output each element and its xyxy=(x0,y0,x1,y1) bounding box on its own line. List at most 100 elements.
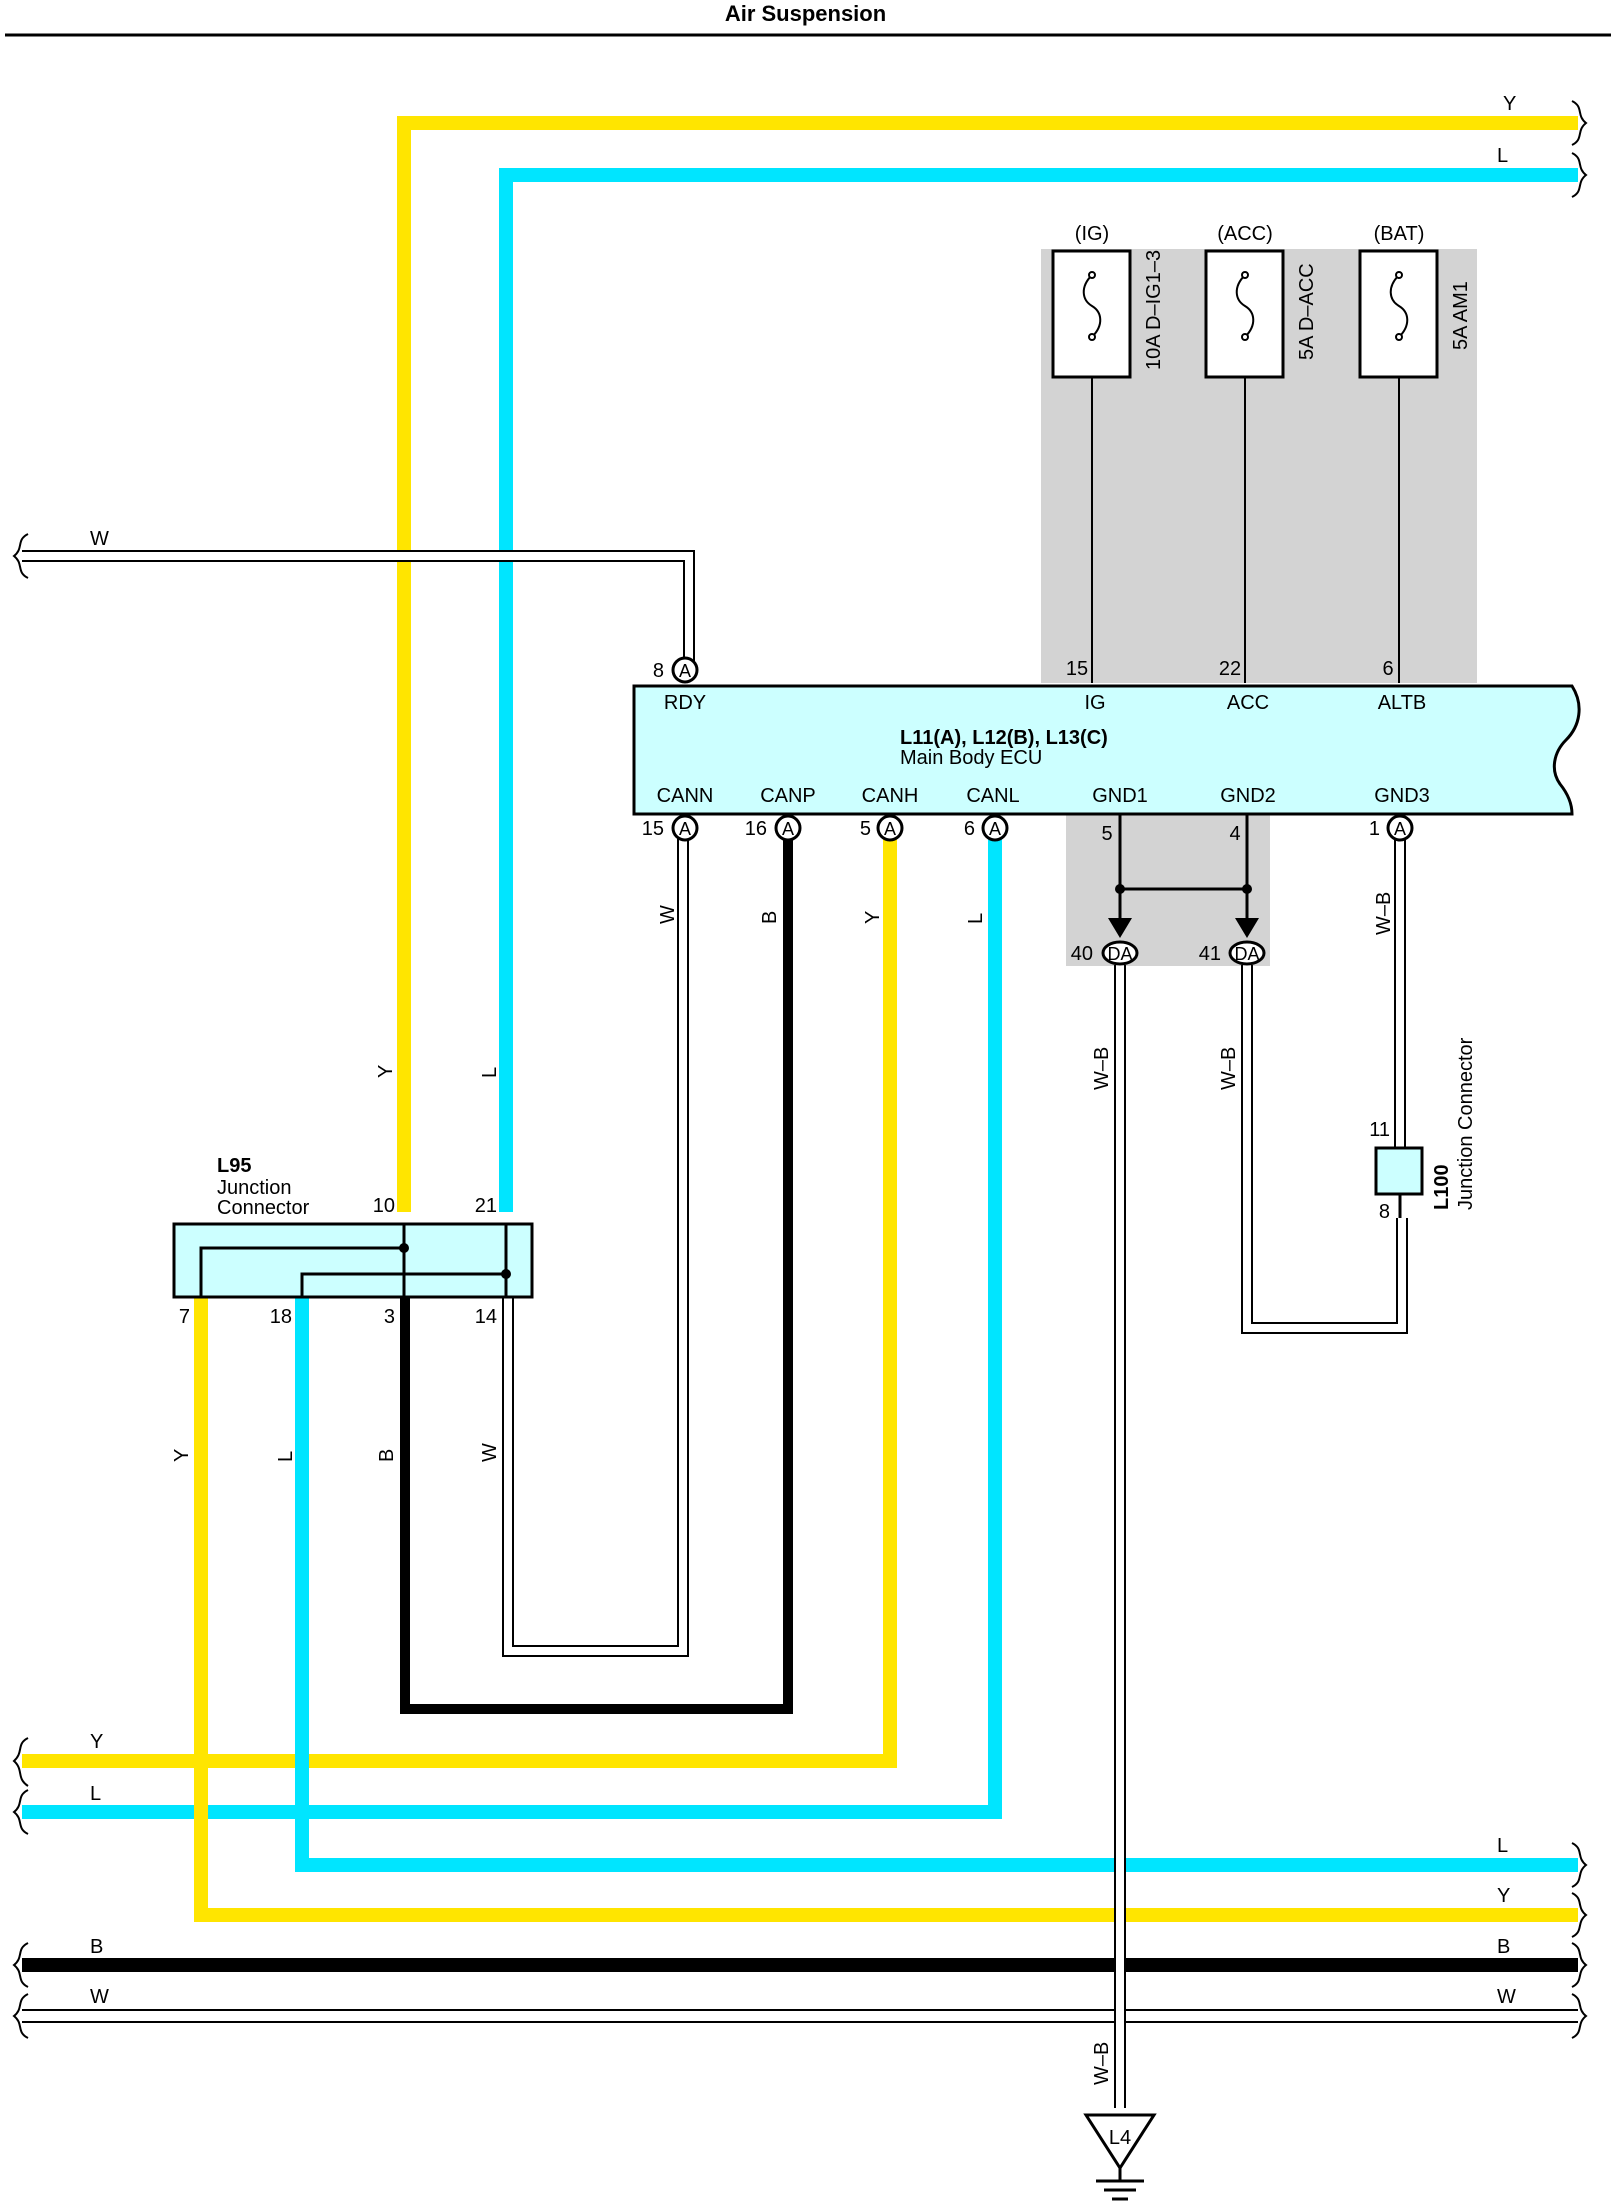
ecu-ids: L11(A), L12(B), L13(C) xyxy=(900,727,1108,749)
jc-l100-box xyxy=(1374,1146,1424,1196)
ecu-pin-altb-num: 6 xyxy=(1382,658,1393,680)
jc-l95-pin-10: 10 xyxy=(373,1195,395,1217)
wire-w-rdy xyxy=(22,550,695,670)
wire-l-top xyxy=(499,168,1578,1212)
wire-label-l-right: L xyxy=(1497,1835,1508,1857)
ecu-pin-canp-num: 16 xyxy=(745,818,767,840)
ecu-pin-gnd1-num: 5 xyxy=(1101,823,1112,845)
wire-y-canh xyxy=(22,828,897,1768)
ecu-pin-altb-label: ALTB xyxy=(1378,692,1427,714)
ecu-pin-gnd1-label: GND1 xyxy=(1092,785,1148,807)
fuse-acc xyxy=(1204,249,1285,683)
ecu-connector-rdy xyxy=(671,656,699,684)
jc-l100-label: Junction Connector xyxy=(1455,1037,1477,1210)
wire-label-w-pin14: W xyxy=(479,1443,501,1462)
da-code-41: DA xyxy=(1234,944,1259,964)
ecu-pin-rdy-label: RDY xyxy=(664,692,706,714)
wire-wb-gnd2 xyxy=(1241,965,1408,1334)
wire-label-y-right: Y xyxy=(1497,1885,1510,1907)
wire-label-wb-gnd2: W–B xyxy=(1218,1047,1240,1090)
jc-l100-pin-8: 8 xyxy=(1379,1201,1390,1223)
ecu-connector-cann xyxy=(671,814,699,842)
wire-label-b-right: B xyxy=(1497,1936,1510,1958)
wire-label-l-canl-vert: L xyxy=(965,913,987,924)
ecu-pin-acc-num: 22 xyxy=(1219,658,1241,680)
wire-label-wb-ground: W–B xyxy=(1091,2042,1113,2085)
fuse-bat xyxy=(1358,249,1439,683)
jc-l95-internal xyxy=(199,1224,508,1297)
wire-label-y-vert-top: Y xyxy=(375,1065,397,1078)
jc-l95-junction-2 xyxy=(501,1269,511,1279)
wire-w-cann xyxy=(502,828,689,1657)
fuse-ig xyxy=(1051,249,1132,683)
ecu-conn-rdy: A xyxy=(679,661,691,681)
ecu-pin-canl-label: CANL xyxy=(966,785,1019,807)
ecu-pin-cann-num: 15 xyxy=(642,818,664,840)
da-connector-40 xyxy=(1101,940,1139,966)
wire-label-w-cann: W xyxy=(657,905,679,924)
jc-l95-box xyxy=(172,1222,534,1299)
wire-label-w-right: W xyxy=(1497,1986,1516,2008)
fuse-acc-source: (ACC) xyxy=(1217,223,1273,245)
da-pin-40: 40 xyxy=(1071,943,1093,965)
ecu-conn-canp: A xyxy=(782,819,794,839)
ecu-pin-ig-num: 15 xyxy=(1066,658,1088,680)
wire-label-b-pin3: B xyxy=(376,1449,398,1462)
wire-label-b-canp: B xyxy=(759,911,781,924)
wire-label-l-top: L xyxy=(1497,145,1508,167)
ecu-name: Main Body ECU xyxy=(900,747,1042,769)
wire-y-top xyxy=(397,116,1578,1212)
left-braces xyxy=(12,533,29,2039)
ecu-pin-rdy-num: 8 xyxy=(653,660,664,682)
page-title: Air Suspension xyxy=(0,0,1611,28)
jc-l95-line1: Junction xyxy=(217,1177,292,1199)
da-connector-41 xyxy=(1228,940,1266,966)
jc-l95-pin-21: 21 xyxy=(475,1195,497,1217)
wire-label-b-left: B xyxy=(90,1936,103,1958)
jc-l95-line2: Connector xyxy=(217,1197,310,1219)
ecu-pin-gnd3-num: 1 xyxy=(1369,818,1380,840)
jc-l100-id: L100 xyxy=(1431,1164,1453,1210)
ecu-conn-gnd3: A xyxy=(1394,819,1406,839)
ecu-pin-gnd2-label: GND2 xyxy=(1220,785,1276,807)
da-code-40: DA xyxy=(1107,944,1132,964)
jc-l95-pin-7: 7 xyxy=(179,1306,190,1328)
wire-label-w-left: W xyxy=(90,1986,109,2008)
ecu-pin-canh-label: CANH xyxy=(862,785,919,807)
ecu-pin-cann-label: CANN xyxy=(657,785,714,807)
ecu-pin-gnd2-num: 4 xyxy=(1229,823,1240,845)
fuse-ig-rating: 10A D–IG1–3 xyxy=(1143,250,1165,370)
ecu-pin-canh-num: 5 xyxy=(860,818,871,840)
wire-label-wb-gnd3: W–B xyxy=(1373,892,1395,935)
jc-l95-pin-18: 18 xyxy=(270,1306,292,1328)
jc-l95-pin-3: 3 xyxy=(384,1306,395,1328)
jc-l95-junction-1 xyxy=(399,1243,409,1253)
wire-label-wb-gnd1: W–B xyxy=(1091,1047,1113,1090)
wire-label-w-rdy: W xyxy=(90,528,109,550)
wire-label-y-top: Y xyxy=(1503,93,1516,115)
wire-label-l-pin18: L xyxy=(275,1451,297,1462)
ground-symbol xyxy=(1083,2113,1157,2201)
ecu-pin-canp-label: CANP xyxy=(760,785,816,807)
title-text: Air Suspension xyxy=(724,1,887,26)
wire-label-y-canh-vert: Y xyxy=(862,911,884,924)
ecu-connector-gnd3 xyxy=(1386,814,1414,842)
fuse-acc-rating: 5A D–ACC xyxy=(1296,263,1318,360)
ecu-connector-canp xyxy=(774,814,802,842)
fuse-bat-source: (BAT) xyxy=(1374,223,1425,245)
jc-l95-id: L95 xyxy=(217,1155,251,1177)
right-braces xyxy=(1571,100,1588,2039)
ecu-connector-canh xyxy=(876,814,904,842)
ground-label: L4 xyxy=(1109,2127,1131,2149)
ecu-pin-canl-num: 6 xyxy=(964,818,975,840)
ecu-conn-canl: A xyxy=(989,819,1001,839)
fuse-bat-rating: 5A AM1 xyxy=(1450,281,1472,350)
ecu-pin-acc-label: ACC xyxy=(1227,692,1269,714)
ecu-conn-canh: A xyxy=(884,819,896,839)
wire-l-pin18 xyxy=(295,1297,1578,1872)
wire-b-canp xyxy=(400,828,793,1714)
ecu-box xyxy=(632,684,1581,816)
wire-label-y-canh: Y xyxy=(90,1731,103,1753)
ecu-pin-ig-label: IG xyxy=(1084,692,1105,714)
